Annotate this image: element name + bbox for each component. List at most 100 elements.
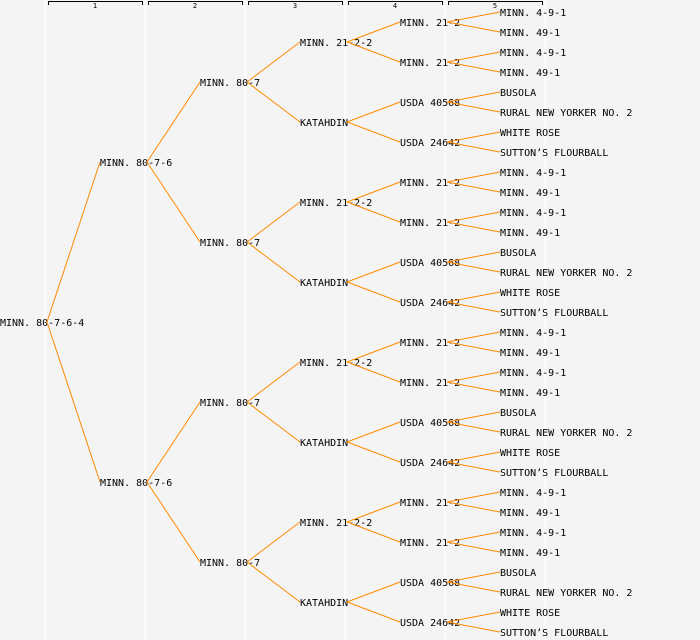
tree-edge	[446, 11, 501, 23]
pedigree-node: MINN. 49-1	[500, 228, 560, 239]
pedigree-node: MINN. 49-1	[500, 548, 560, 559]
tree-edge	[346, 421, 401, 443]
tree-edge	[446, 221, 501, 233]
tree-edge	[346, 41, 401, 63]
pedigree-node: MINN. 4-9-1	[500, 208, 566, 219]
pedigree-node: SUTTON’S FLOURBALL	[500, 148, 608, 159]
tree-edge	[446, 411, 501, 423]
pedigree-node: MINN. 80-7-6	[100, 158, 172, 169]
column-bracket	[48, 1, 143, 5]
tree-edge	[446, 21, 501, 33]
tree-edge	[346, 601, 401, 623]
pedigree-node: MINN. 80-7	[200, 238, 260, 249]
pedigree-node: MINN. 4-9-1	[500, 368, 566, 379]
tree-edge	[246, 521, 301, 563]
pedigree-node: KATAHDIN	[300, 118, 348, 129]
column-bracket	[348, 1, 443, 5]
pedigree-node: KATAHDIN	[300, 278, 348, 289]
tree-edge	[446, 91, 501, 103]
tree-edge	[446, 51, 501, 63]
pedigree-node: MINN. 21-2-2	[300, 358, 372, 369]
tree-edge	[346, 281, 401, 303]
pedigree-node: MINN. 80-7	[200, 558, 260, 569]
tree-edges	[46, 11, 501, 633]
pedigree-node: MINN. 80-7-6	[100, 478, 172, 489]
pedigree-node: MINN. 49-1	[500, 188, 560, 199]
tree-edge	[446, 131, 501, 143]
tree-edge	[446, 541, 501, 553]
pedigree-node: MINN. 80-7	[200, 398, 260, 409]
pedigree-node: MINN. 4-9-1	[500, 328, 566, 339]
tree-edge	[446, 491, 501, 503]
column-bracket	[248, 1, 343, 5]
pedigree-node: MINN. 21-2	[400, 498, 460, 509]
tree-edge	[446, 181, 501, 193]
tree-edge	[146, 81, 201, 163]
tree-edge	[246, 41, 301, 83]
tree-edge	[446, 581, 501, 593]
tree-edge	[246, 401, 301, 443]
column-bracket	[448, 1, 543, 5]
pedigree-node: BUSOLA	[500, 88, 536, 99]
column-number: 4	[393, 2, 397, 10]
pedigree-node: MINN. 21-2	[400, 338, 460, 349]
pedigree-node: MINN. 21-2	[400, 538, 460, 549]
pedigree-node: MINN. 4-9-1	[500, 168, 566, 179]
tree-edge	[346, 441, 401, 463]
tree-edge	[246, 561, 301, 603]
column-separators	[44, 0, 546, 640]
tree-edge	[446, 381, 501, 393]
tree-edge	[446, 301, 501, 313]
pedigree-node: RURAL NEW YORKER NO. 2	[500, 428, 632, 439]
pedigree-node: RURAL NEW YORKER NO. 2	[500, 588, 632, 599]
pedigree-node: USDA 24642	[400, 618, 460, 629]
pedigree-node: BUSOLA	[500, 408, 536, 419]
tree-edge	[346, 201, 401, 223]
pedigree-node: WHITE ROSE	[500, 288, 560, 299]
pedigree-node: KATAHDIN	[300, 438, 348, 449]
tree-edge	[346, 101, 401, 123]
pedigree-node: MINN. 21-2	[400, 58, 460, 69]
pedigree-node: MINN. 80-7	[200, 78, 260, 89]
tree-edge	[446, 211, 501, 223]
tree-edge	[246, 241, 301, 283]
tree-edge	[346, 501, 401, 523]
pedigree-node: KATAHDIN	[300, 598, 348, 609]
column-number: 5	[493, 2, 497, 10]
column-bracket	[148, 1, 243, 5]
pedigree-node: WHITE ROSE	[500, 608, 560, 619]
tree-edge	[446, 451, 501, 463]
tree-edge	[446, 141, 501, 153]
tree-edge	[446, 611, 501, 623]
pedigree-node: MINN. 49-1	[500, 68, 560, 79]
column-number: 3	[293, 2, 297, 10]
pedigree-node: WHITE ROSE	[500, 448, 560, 459]
pedigree-node: SUTTON’S FLOURBALL	[500, 468, 608, 479]
pedigree-node: USDA 40568	[400, 578, 460, 589]
tree-edge	[346, 581, 401, 603]
pedigree-node: MINN. 21-2	[400, 18, 460, 29]
pedigree-node: MINN. 4-9-1	[500, 8, 566, 19]
tree-edge	[346, 21, 401, 43]
pedigree-node: WHITE ROSE	[500, 128, 560, 139]
pedigree-node: MINN. 49-1	[500, 388, 560, 399]
tree-edge	[446, 331, 501, 343]
tree-edge	[446, 371, 501, 383]
pedigree-node: MINN. 4-9-1	[500, 48, 566, 59]
tree-edge	[446, 621, 501, 633]
pedigree-node: MINN. 21-2	[400, 218, 460, 229]
pedigree-node: USDA 24642	[400, 138, 460, 149]
tree-edge	[446, 501, 501, 513]
tree-edge	[346, 121, 401, 143]
pedigree-node: MINN. 21-2	[400, 378, 460, 389]
tree-edge	[446, 461, 501, 473]
pedigree-node: SUTTON’S FLOURBALL	[500, 308, 608, 319]
pedigree-node: USDA 40568	[400, 258, 460, 269]
tree-edge	[346, 521, 401, 543]
tree-edge	[146, 401, 201, 483]
tree-edge	[246, 201, 301, 243]
pedigree-node: MINN. 21-2-2	[300, 198, 372, 209]
pedigree-node: MINN. 4-9-1	[500, 488, 566, 499]
